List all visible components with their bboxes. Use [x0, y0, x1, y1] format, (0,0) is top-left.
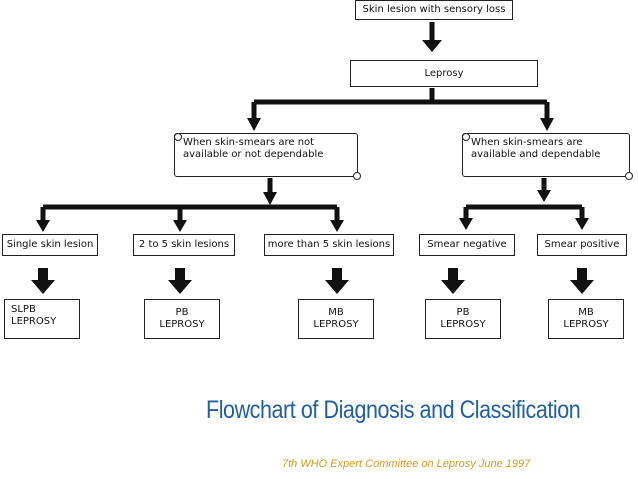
- node-smears-available-label: When skin-smears are available and depen…: [471, 137, 601, 160]
- node-smears-available: When skin-smears are available and depen…: [462, 133, 633, 180]
- node-pb-right-line2: LEPROSY: [440, 319, 486, 330]
- arrow-more5-to-mb: [325, 268, 349, 294]
- arrow-2to5-to-pb: [168, 268, 192, 294]
- arrow-negative-to-pb: [441, 268, 465, 294]
- node-smears-not-available: When skin-smears are not available or no…: [174, 133, 361, 180]
- node-slpb-leprosy: SLPB LEPROSY: [4, 299, 80, 339]
- node-smear-negative-label: Smear negative: [427, 239, 507, 250]
- node-more-than-5-lesions-label: more than 5 skin lesions: [267, 239, 391, 250]
- arrow-single-to-slpb: [31, 268, 55, 294]
- node-pb-leprosy-right: PB LEPROSY: [425, 299, 501, 339]
- node-2-to-5-lesions-label: 2 to 5 skin lesions: [138, 239, 230, 250]
- node-leprosy: Leprosy: [350, 60, 538, 87]
- node-mb-right-line2: LEPROSY: [563, 319, 609, 330]
- node-pb-right-line1: PB: [456, 307, 470, 318]
- node-mb-left-line2: LEPROSY: [313, 319, 359, 330]
- flowchart-title: Flowchart of Diagnosis and Classificatio…: [206, 396, 581, 424]
- node-mb-right-line1: MB: [578, 307, 594, 318]
- flowchart-subtitle: 7th WHO Expert Committee on Leprosy June…: [282, 458, 531, 470]
- arrow-positive-to-mb: [570, 268, 594, 294]
- node-smears-not-available-label: When skin-smears are not available or no…: [183, 137, 324, 160]
- node-leprosy-label: Leprosy: [424, 67, 464, 79]
- node-smear-positive-label: Smear positive: [544, 239, 620, 250]
- node-pb-left-line2: LEPROSY: [159, 319, 205, 330]
- node-more-than-5-lesions: more than 5 skin lesions: [264, 234, 394, 256]
- node-slpb-line2: LEPROSY: [11, 316, 57, 327]
- node-skin-lesion: Skin lesion with sensory loss: [355, 0, 513, 20]
- node-skin-lesion-label: Skin lesion with sensory loss: [362, 4, 506, 15]
- node-smear-positive: Smear positive: [537, 234, 627, 256]
- node-slpb-line1: SLPB: [11, 304, 36, 315]
- node-pb-leprosy-left: PB LEPROSY: [144, 299, 220, 339]
- node-mb-leprosy-right: MB LEPROSY: [548, 299, 624, 339]
- node-single-lesion: Single skin lesion: [2, 234, 98, 256]
- node-2-to-5-lesions: 2 to 5 skin lesions: [133, 234, 235, 256]
- node-single-lesion-label: Single skin lesion: [6, 239, 94, 250]
- node-smear-negative: Smear negative: [419, 234, 515, 256]
- node-pb-left-line1: PB: [175, 307, 189, 318]
- node-mb-left-line1: MB: [328, 307, 344, 318]
- node-mb-leprosy-left: MB LEPROSY: [298, 299, 374, 339]
